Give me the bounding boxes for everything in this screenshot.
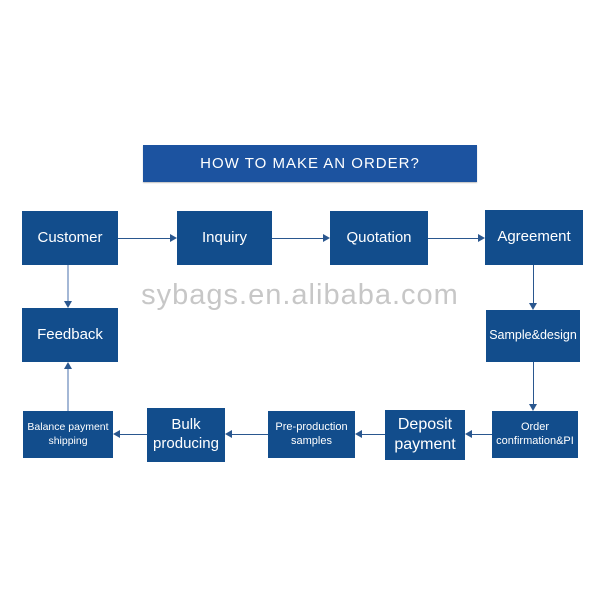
node-label: Deposit (397, 416, 453, 433)
node-label: Pre-production (275, 420, 348, 433)
node-label: Inquiry (201, 228, 248, 246)
arrowhead-icon (529, 404, 537, 411)
arrow-customer-feedback (67, 265, 69, 302)
node-label: samples (291, 434, 332, 447)
node-label: confirmation&PI (496, 434, 574, 447)
arrowhead-icon (225, 430, 232, 438)
node-preproduction-samples: Pre-production samples (268, 411, 355, 458)
arrowhead-icon (355, 430, 362, 438)
arrowhead-icon (170, 234, 177, 242)
node-label: Sample&design (489, 328, 577, 343)
arrowhead-icon (113, 430, 120, 438)
node-label: Feedback (37, 325, 103, 343)
arrow-agreement-sample (533, 265, 534, 304)
page-title: HOW TO MAKE AN ORDER? (143, 145, 477, 182)
arrowhead-icon (478, 234, 485, 242)
node-label: Quotation (346, 228, 412, 246)
arrowhead-icon (64, 362, 72, 369)
node-label: Agreement (497, 228, 571, 246)
node-label: shipping (48, 434, 88, 447)
arrowhead-icon (529, 303, 537, 310)
node-agreement: Agreement (485, 210, 583, 265)
node-customer: Customer (22, 211, 118, 265)
arrowhead-icon (323, 234, 330, 242)
node-label: Balance payment (27, 421, 109, 434)
arrowhead-icon (64, 301, 72, 308)
arrow-preproduction-bulk (232, 434, 268, 435)
node-label: Order (520, 420, 550, 433)
arrow-customer-inquiry (118, 238, 171, 239)
arrow-quotation-agreement (428, 238, 479, 239)
arrow-order-deposit (472, 434, 492, 435)
node-label: payment (394, 436, 456, 453)
arrow-balance-feedback (67, 369, 69, 411)
arrow-sample-order (533, 362, 534, 405)
node-inquiry: Inquiry (177, 211, 272, 265)
arrow-bulk-balance (120, 434, 147, 435)
arrowhead-icon (465, 430, 472, 438)
node-label: producing (153, 435, 219, 452)
node-label: Customer (37, 228, 103, 246)
arrow-inquiry-quotation (272, 238, 324, 239)
arrow-deposit-preproduction (362, 434, 385, 435)
node-feedback: Feedback (22, 308, 118, 362)
node-quotation: Quotation (330, 211, 428, 265)
node-sample-design: Sample&design (486, 310, 580, 362)
node-bulk-producing: Bulk producing (147, 408, 225, 462)
node-label: Bulk (171, 416, 201, 434)
node-order-confirmation: Order confirmation&PI (492, 411, 578, 458)
node-deposit-payment: Deposit payment (385, 410, 465, 460)
node-balance-payment-shipping: Balance payment shipping (23, 411, 113, 458)
